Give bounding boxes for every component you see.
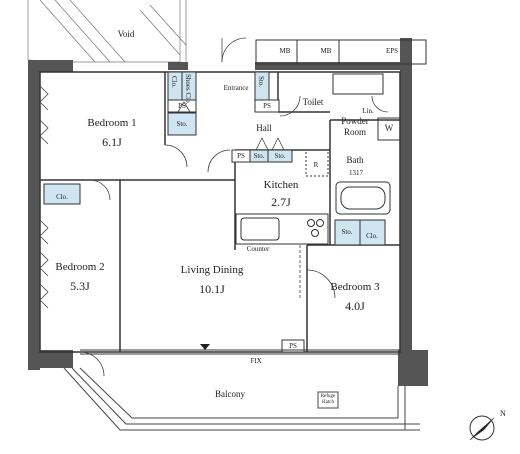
lin-label: Lin.	[362, 107, 374, 115]
ps-label-2: PS	[263, 102, 271, 110]
hall-label: Hall	[256, 123, 272, 133]
north-arrow-icon: N	[469, 409, 506, 441]
room-name-bedroom3: Bedroom 3	[330, 281, 380, 293]
hall-closet-doors	[177, 101, 285, 151]
room-area-bedroom3: 4.0J	[345, 299, 365, 313]
bath-label: Bath	[346, 155, 364, 165]
room-name-bedroom2: Bedroom 2	[55, 261, 105, 273]
eps-label: EPS	[385, 47, 399, 55]
room-name-living: Living Dining	[180, 264, 244, 276]
washer-label: W	[384, 123, 394, 133]
balcony-outline	[63, 367, 420, 431]
balcony-label: Balcony	[215, 389, 245, 399]
storage-label-hall-2: Sto.	[274, 152, 286, 160]
bedroom2-closet-doors	[39, 85, 49, 309]
sash-marker-icon	[200, 344, 210, 350]
door-swings	[79, 37, 389, 377]
room-name-kitchen: Kitchen	[263, 179, 299, 191]
window-sashes	[80, 349, 400, 355]
counter-label: Counter	[246, 245, 270, 253]
refuge-hatch-label: Refuge Hatch	[320, 394, 336, 405]
interior-walls	[39, 71, 401, 353]
closet-label-bedroom2: Clo.	[56, 193, 68, 201]
void-label: Void	[117, 29, 135, 39]
void-hatch	[27, 0, 187, 63]
svg-text:N: N	[500, 409, 506, 418]
mb-label-2: MB	[320, 47, 332, 55]
shoes-closet-label: Shoes Clo.	[184, 74, 192, 105]
storage-label-hall-1: Sto.	[253, 152, 265, 160]
toilet-label: Toilet	[302, 97, 324, 107]
ps-label-3: PS	[237, 152, 245, 160]
outer-walls	[28, 38, 428, 386]
refrigerator-label: R	[313, 161, 319, 169]
storage-label-bedroom1: Sto.	[176, 120, 188, 128]
bath-fixtures	[305, 73, 401, 215]
bath-size-label: 1317	[349, 169, 363, 177]
entrance-label: Entrance	[223, 84, 249, 92]
kitchen-counter	[235, 213, 329, 245]
powder-room-label: Powder Room	[341, 116, 369, 137]
closet-label-bedroom3: Clo.	[366, 232, 378, 240]
storage-label-bedroom3: Sto.	[341, 228, 353, 236]
storage-fills	[43, 71, 386, 246]
closet-label-1: Clo.	[170, 76, 178, 88]
mb-strip	[255, 39, 427, 65]
room-area-bedroom1: 6.1J	[102, 135, 122, 149]
mb-label-1: MB	[279, 47, 291, 55]
room-area-bedroom2: 5.3J	[70, 279, 90, 293]
room-name-bedroom1: Bedroom 1	[87, 117, 137, 129]
room-area-living: 10.1J	[199, 282, 225, 296]
ps-label-1: PS	[178, 102, 186, 110]
room-area-kitchen: 2.7J	[271, 195, 291, 209]
ps-label-4: PS	[289, 342, 297, 350]
fix-label: FIX	[250, 357, 262, 365]
storage-label-entrance: Sto.	[257, 76, 265, 88]
